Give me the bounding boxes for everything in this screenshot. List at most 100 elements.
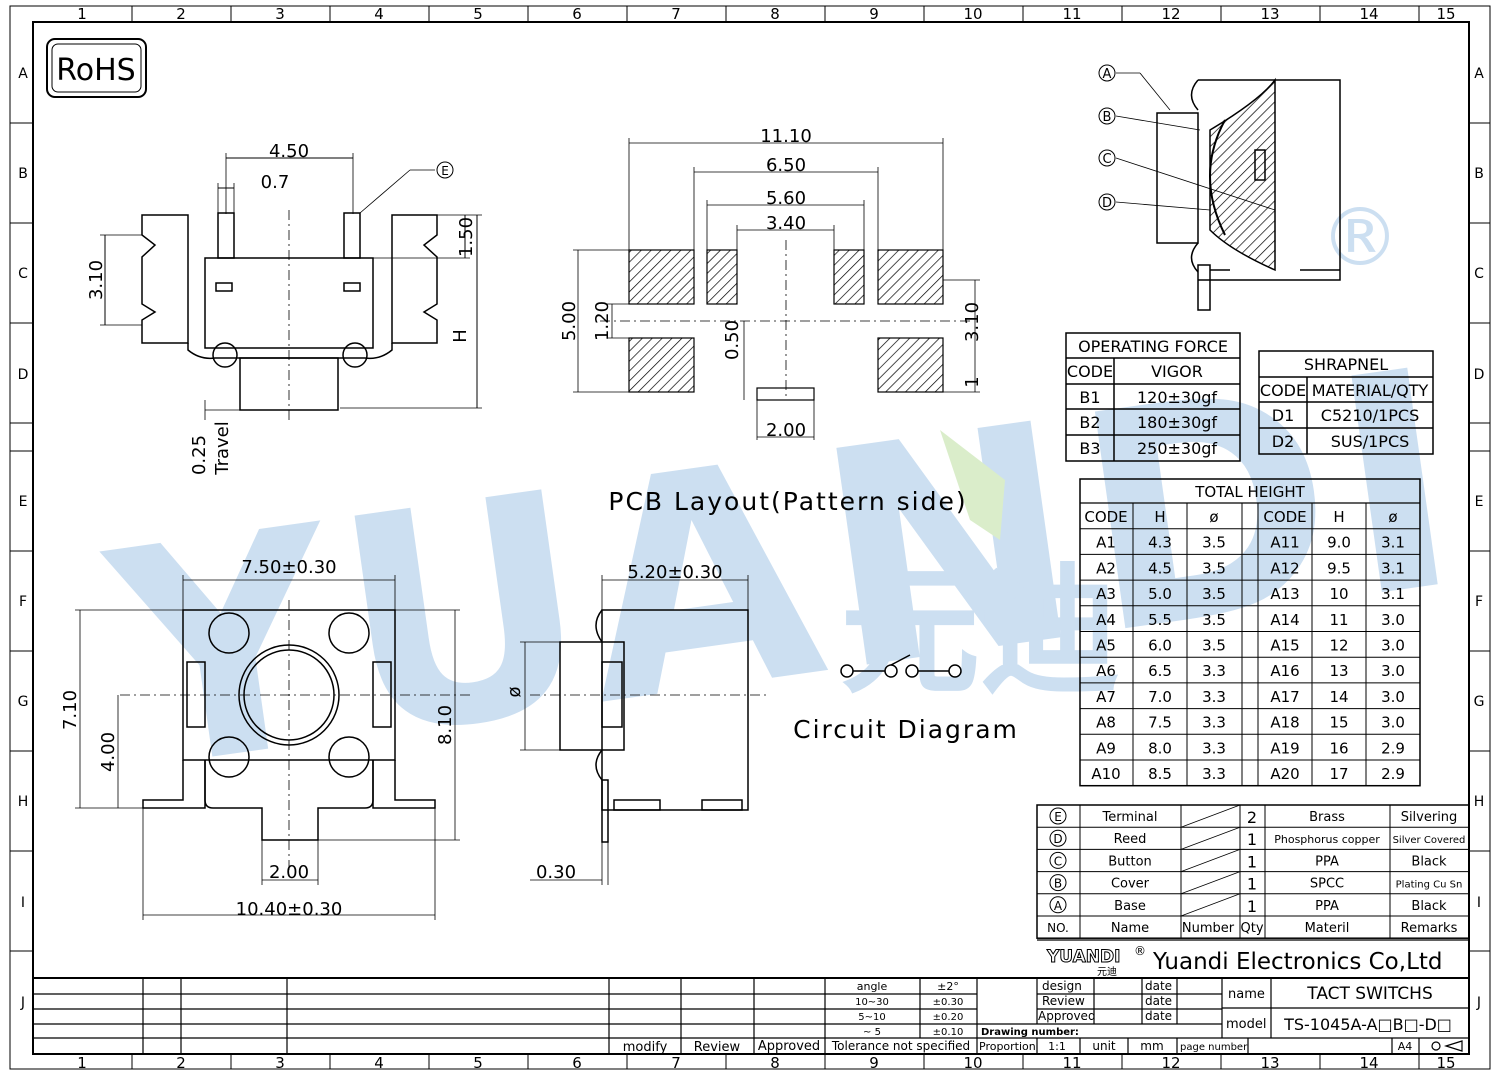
column-label: 13	[1260, 5, 1279, 23]
column-label: 6	[572, 5, 582, 23]
dim-2-00-top: 2.00	[269, 862, 309, 883]
column-label: 12	[1161, 1054, 1180, 1072]
th-cell: 3.3	[1202, 662, 1226, 680]
revision-approved: Approved	[758, 1039, 820, 1054]
bom-no: D	[1053, 832, 1062, 846]
th-cell: 11	[1329, 611, 1348, 629]
column-label: 9	[869, 1054, 879, 1072]
th-cell: A2	[1096, 559, 1116, 577]
th-cell: 9.5	[1327, 559, 1351, 577]
mm-label: mm	[1140, 1039, 1163, 1053]
th-cell: 12	[1329, 637, 1348, 655]
side-view	[100, 153, 482, 420]
th-cell: A6	[1096, 662, 1116, 680]
dim-0-7: 0.7	[261, 172, 290, 193]
callout-d: D	[1102, 196, 1112, 211]
of-cell: B3	[1079, 439, 1100, 458]
bom-no-circle	[1049, 829, 1067, 847]
th-cell: 3.5	[1202, 611, 1226, 629]
of-cell: 180±30gf	[1137, 413, 1217, 432]
column-label: 14	[1359, 5, 1378, 23]
row-label: F	[1475, 594, 1483, 610]
th-cell: 14	[1329, 688, 1348, 706]
dim-8-10: 8.10	[435, 705, 456, 745]
bom-name: Base	[1114, 899, 1146, 914]
cross-section	[1115, 72, 1341, 311]
bom-remarks: Silvering	[1401, 810, 1458, 825]
th-cell: 3.1	[1381, 559, 1405, 577]
bom-no-circle	[1049, 851, 1067, 869]
th-cell: 10	[1329, 585, 1348, 603]
row-label: I	[1477, 895, 1481, 911]
column-label: 10	[963, 5, 982, 23]
th-cell: 3.5	[1202, 637, 1226, 655]
review-label: Review	[1042, 994, 1085, 1008]
row-label: D	[18, 367, 29, 383]
bom-material: Phosphorus copper	[1274, 833, 1380, 846]
row-label: A	[18, 66, 28, 82]
bom-header: Number	[1182, 921, 1235, 936]
date-label-3: date	[1145, 1009, 1172, 1023]
th-cell: 15	[1329, 714, 1348, 732]
row-label: J	[1476, 995, 1481, 1011]
dim-3-10-pcb: 3.10	[962, 302, 983, 342]
th-cell: 3.3	[1202, 739, 1226, 757]
column-label: 2	[176, 1054, 186, 1072]
bom-qty: 1	[1247, 875, 1257, 894]
bom-remarks: Plating Cu Sn	[1396, 880, 1463, 891]
column-label: 15	[1436, 1054, 1455, 1072]
sh-header-code: CODE	[1260, 381, 1306, 400]
side-view-terminal-left	[217, 212, 235, 259]
row-label: A	[1474, 66, 1484, 82]
cross-section-callouts: A B C D	[1098, 64, 1116, 211]
pcb-labels: 11.10 6.50 5.60 3.40 5.00 1.20 0.50 3.10…	[559, 126, 983, 516]
tolerance-label: Tolerance not specified	[831, 1039, 970, 1053]
row-label: B	[1474, 166, 1484, 182]
side-view-terminal-right	[343, 212, 361, 259]
dim-0-50: 0.50	[722, 320, 743, 360]
column-label: 12	[1161, 5, 1180, 23]
watermark-reg: ®	[1320, 191, 1400, 284]
bom-no-circle	[1049, 896, 1067, 914]
top-view-labels: 7.50±0.30 7.10 4.00 8.10 2.00 10.40±0.30	[60, 557, 456, 920]
rohs-text: RoHS	[56, 53, 135, 88]
row-label: H	[1474, 794, 1485, 810]
th-cell: A20	[1270, 765, 1299, 783]
th-cell: 3.3	[1202, 765, 1226, 783]
side-view-labels: 4.50 0.7 3.10 1.50 H 0.25 Travel E	[86, 141, 477, 476]
operating-force-table	[1065, 332, 1241, 462]
bom-remarks: Black	[1411, 899, 1447, 914]
dim-h: H	[450, 329, 471, 343]
logo-reg: ®	[1134, 944, 1146, 958]
th-header: ø	[1388, 508, 1397, 526]
bom-remarks: Black	[1411, 854, 1447, 869]
column-label: 6	[572, 1054, 582, 1072]
front-view	[520, 575, 770, 885]
callout-e-side	[436, 161, 454, 179]
row-label: B	[18, 166, 28, 182]
dim-7-50: 7.50±0.30	[241, 557, 336, 578]
bom-name: Cover	[1111, 877, 1150, 892]
scale-value: 1:1	[1048, 1040, 1066, 1053]
row-label: J	[20, 995, 25, 1011]
sh-cell: C5210/1PCS	[1321, 406, 1419, 425]
row-label: E	[19, 494, 28, 510]
th-cell: A19	[1270, 739, 1299, 757]
of-cell: B1	[1079, 388, 1100, 407]
unit-label: unit	[1092, 1039, 1116, 1053]
th-cell: A13	[1270, 585, 1299, 603]
proportion-label: Proportion	[979, 1040, 1036, 1053]
revision-modify: modify	[623, 1040, 668, 1055]
dim-1-50: 1.50	[456, 217, 477, 257]
sh-cell: D1	[1272, 406, 1295, 425]
th-cell: A12	[1270, 559, 1299, 577]
column-label: 10	[963, 1054, 982, 1072]
title-block-text: YUANDI ® 元迪 Yuandi Electronics Co,Ltd de…	[623, 944, 1452, 1055]
dim-1: 1	[962, 376, 983, 387]
approved-label: Approved	[1038, 1009, 1096, 1023]
sheet-border	[9, 5, 1491, 1070]
bom-qty: 1	[1247, 852, 1257, 871]
